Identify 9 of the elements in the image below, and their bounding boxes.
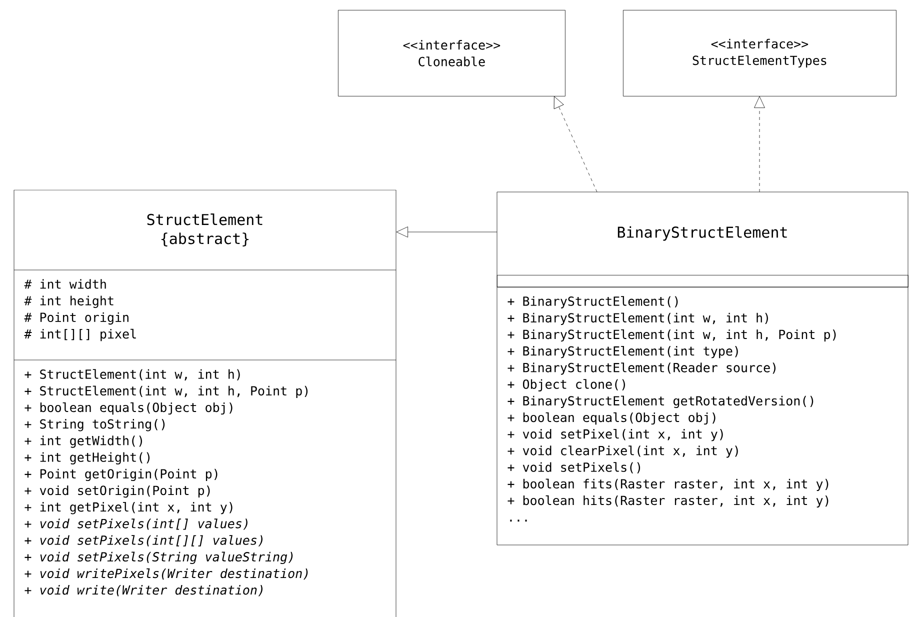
interface-box: <<interface>> StructElementTypes (623, 10, 896, 96)
compartment: + StructElement(int w, int h) + StructElement(int w, int h, Point p) + boolean equals(Object obj) + String toString() + int getWidth() + int getHeight() + Point getOrigin(Point p) + void setOrigin(Point p) + int getPixel(int x, int y) + void setPixels(int[] values) + void setPixels(int[][] values) + void setPixels(String valueString) + void writePixels(Writer destination) + void write(Writer destination) (14, 360, 396, 596)
interface-box: <<interface>> Cloneable (338, 10, 566, 96)
arrow (754, 96, 765, 192)
compartment (497, 274, 908, 288)
arrow (396, 226, 498, 238)
compartment: # int width # int height # Point origin # int[][] pixel (14, 270, 396, 342)
compartment: + BinaryStructElement() + BinaryStructElement(int w, int h) + BinaryStructElement(int w, int h, Point p) + BinaryStructElement(int type) + BinaryStructElement(Reader source) + Object clone() + BinaryStructElement getRotatedVersion() + boolean equals(Object obj) + void setPixel(int x, int y) + void clearPixel(int x, int y) + void setPixels() + boolean fits(Raster raster, int x, int y) + boolean hits(Raster raster, int x, int y) ... (496, 286, 908, 522)
arrow (554, 96, 598, 192)
